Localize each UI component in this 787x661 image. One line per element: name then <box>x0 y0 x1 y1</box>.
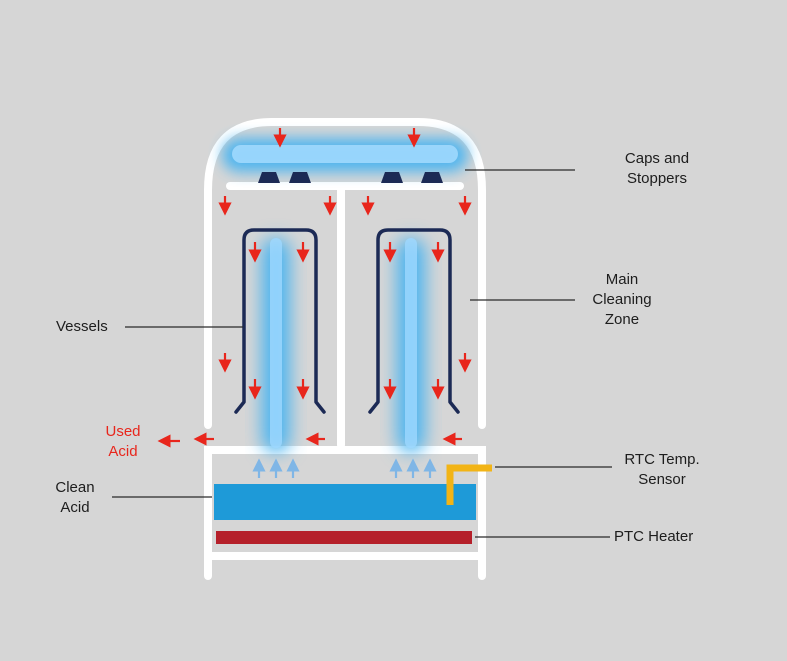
cap-4 <box>421 172 443 183</box>
vessel-right <box>368 228 460 414</box>
ptc-heater <box>216 531 472 544</box>
label-ptc-heater: PTC Heater <box>614 528 694 545</box>
top-spray <box>222 138 468 172</box>
leader-lines <box>112 169 612 538</box>
vessel-sprays <box>262 238 425 453</box>
up-arrows <box>252 458 437 478</box>
flow-arrows <box>157 128 472 448</box>
label-vessels: Vessels <box>56 318 108 335</box>
caps <box>258 172 443 183</box>
vessel-left <box>234 228 326 414</box>
frame <box>204 118 486 580</box>
label-rtc-sensor: RTC Temp. Sensor <box>624 451 700 488</box>
cap-2 <box>289 172 311 183</box>
vessels <box>234 228 460 414</box>
cap-1 <box>258 172 280 183</box>
label-caps-stoppers: Caps and Stoppers <box>624 150 690 187</box>
label-clean-acid: Clean Acid <box>55 479 95 516</box>
rtc-sensor <box>446 464 492 505</box>
cap-3 <box>381 172 403 183</box>
label-main-cleaning-zone: Main Cleaning Zone <box>592 271 652 328</box>
label-used-acid: Used Acid <box>105 423 141 460</box>
clean-acid-tank <box>214 484 476 520</box>
